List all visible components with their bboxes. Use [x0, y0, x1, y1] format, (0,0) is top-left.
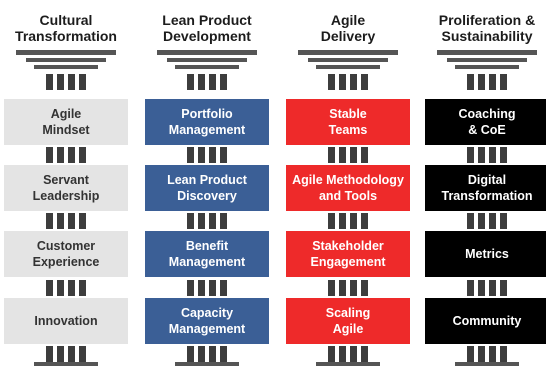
capital-middle [167, 58, 247, 62]
block-digital-transformation: Digital Transformation [425, 165, 546, 211]
capital-bottom [455, 65, 519, 69]
block-agile-methodology-and-tools: Agile Methodology and Tools [286, 165, 410, 211]
column-shaft [183, 213, 231, 229]
column-shaft [42, 147, 90, 163]
column-base [175, 362, 239, 366]
pillar-title: Cultural Transformation [15, 12, 117, 44]
block-stakeholder-engagement: Stakeholder Engagement [286, 231, 410, 277]
column-shaft [42, 74, 90, 90]
block-scaling-agile: Scaling Agile [286, 298, 410, 344]
capital-top [16, 50, 116, 55]
block-customer-experience: Customer Experience [4, 231, 128, 277]
capital-top [157, 50, 257, 55]
column-base [455, 362, 519, 366]
column-shaft [42, 213, 90, 229]
column-shaft [183, 74, 231, 90]
pillar-title: Proliferation & Sustainability [438, 12, 536, 44]
block-stable-teams: Stable Teams [286, 99, 410, 145]
column-shaft [324, 147, 372, 163]
column-base [316, 362, 380, 366]
pillar-cultural-transformation: Cultural Transformation Agile Mindset Se… [4, 0, 128, 366]
column-shaft [463, 280, 511, 296]
block-metrics: Metrics [425, 231, 546, 277]
column-shaft [463, 147, 511, 163]
block-servant-leadership: Servant Leadership [4, 165, 128, 211]
block-agile-mindset: Agile Mindset [4, 99, 128, 145]
block-innovation: Innovation [4, 298, 128, 344]
capital-bottom [34, 65, 98, 69]
column-shaft [324, 346, 372, 362]
block-coaching-coe: Coaching & CoE [425, 99, 546, 145]
pillar-agile-delivery: Agile Delivery Stable Teams Agile Method… [286, 0, 410, 366]
capital-bottom [175, 65, 239, 69]
pillar-title: Agile Delivery [320, 12, 376, 44]
column-shaft [183, 346, 231, 362]
column-shaft [324, 280, 372, 296]
pillar-title: Lean Product Development [162, 12, 252, 44]
column-shaft [183, 147, 231, 163]
capital-top [437, 50, 537, 55]
block-portfolio-management: Portfolio Management [145, 99, 269, 145]
capital-top [298, 50, 398, 55]
capital-middle [447, 58, 527, 62]
capital-middle [308, 58, 388, 62]
column-base [34, 362, 98, 366]
column-shaft [463, 213, 511, 229]
capital-bottom [316, 65, 380, 69]
column-shaft [463, 346, 511, 362]
capital-middle [26, 58, 106, 62]
column-shaft [183, 280, 231, 296]
pillar-lean-product-development: Lean Product Development Portfolio Manag… [145, 0, 269, 366]
block-community: Community [425, 298, 546, 344]
column-shaft [42, 280, 90, 296]
pillar-proliferation-sustainability: Proliferation & Sustainability Coaching … [425, 0, 546, 366]
block-capacity-management: Capacity Management [145, 298, 269, 344]
block-lean-product-discovery: Lean Product Discovery [145, 165, 269, 211]
column-shaft [463, 74, 511, 90]
column-shaft [42, 346, 90, 362]
column-shaft [324, 74, 372, 90]
block-benefit-management: Benefit Management [145, 231, 269, 277]
column-shaft [324, 213, 372, 229]
